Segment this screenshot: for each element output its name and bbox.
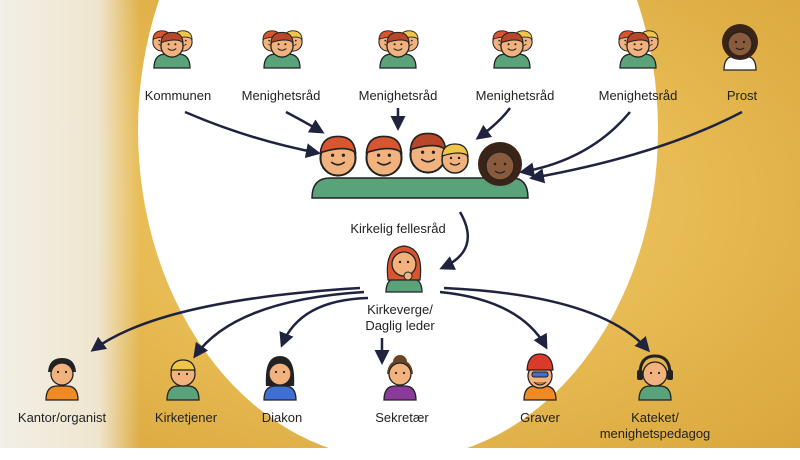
staff-label: Sekretær (375, 410, 429, 425)
staff-label: Graver (520, 410, 560, 425)
group-icon (263, 31, 302, 68)
arrow-to-kateket (443, 286, 650, 353)
group-icon (153, 31, 192, 68)
thinking-woman-icon (385, 245, 423, 293)
top-node-label: Menighetsråd (359, 88, 438, 103)
arrow-council-to-leader (439, 211, 470, 270)
group-icon (493, 31, 532, 68)
council-group-icon (311, 132, 529, 199)
arrow-prost (529, 110, 743, 184)
org-diagram: Kommunen Menighetsråd Menighetsråd Menig… (18, 24, 758, 441)
staff-labels: Kantor/organist Kirketjener Diakon Sekre… (18, 410, 710, 441)
top-node-label: Menighetsråd (599, 88, 678, 103)
arrow-kommunen (184, 110, 321, 159)
top-node-label: Prost (727, 88, 758, 103)
leader-label-line1: Kirkeverge/ (367, 302, 433, 317)
staff-icons (45, 353, 673, 401)
person-icon (383, 355, 417, 401)
group-icon (379, 31, 418, 68)
top-icons (153, 24, 758, 71)
top-node-label: Kommunen (145, 88, 211, 103)
staff-label: Kantor/organist (18, 410, 107, 425)
person-icon (263, 356, 297, 401)
person-icon (166, 359, 200, 401)
arrow-menighetsrad-3 (475, 107, 512, 140)
arrow-menighetsrad-1 (285, 110, 325, 134)
staff-label: Kirketjener (155, 410, 218, 425)
group-icon (619, 31, 658, 68)
arrow-to-kantor (90, 286, 361, 352)
arrows (90, 107, 743, 365)
arrow-to-graver (439, 290, 548, 350)
leader-label-line2: Daglig leder (365, 318, 435, 333)
staff-label: Diakon (262, 410, 302, 425)
person-icon (722, 24, 758, 71)
singer-icon (45, 358, 79, 401)
worker-icon (523, 353, 557, 401)
top-labels: Kommunen Menighetsråd Menighetsråd Menig… (145, 88, 758, 103)
staff-label-line2: menighetspedagog (600, 426, 711, 441)
council-label: Kirkelig fellesråd (350, 221, 445, 236)
arrow-to-kirketjener (193, 290, 365, 359)
headphones-person-icon (637, 354, 673, 401)
top-node-label: Menighetsråd (242, 88, 321, 103)
top-node-label: Menighetsråd (476, 88, 555, 103)
arrow-menighetsrad-4 (519, 111, 631, 178)
staff-label-line1: Kateket/ (631, 410, 679, 425)
arrow-to-diakon (279, 296, 369, 348)
